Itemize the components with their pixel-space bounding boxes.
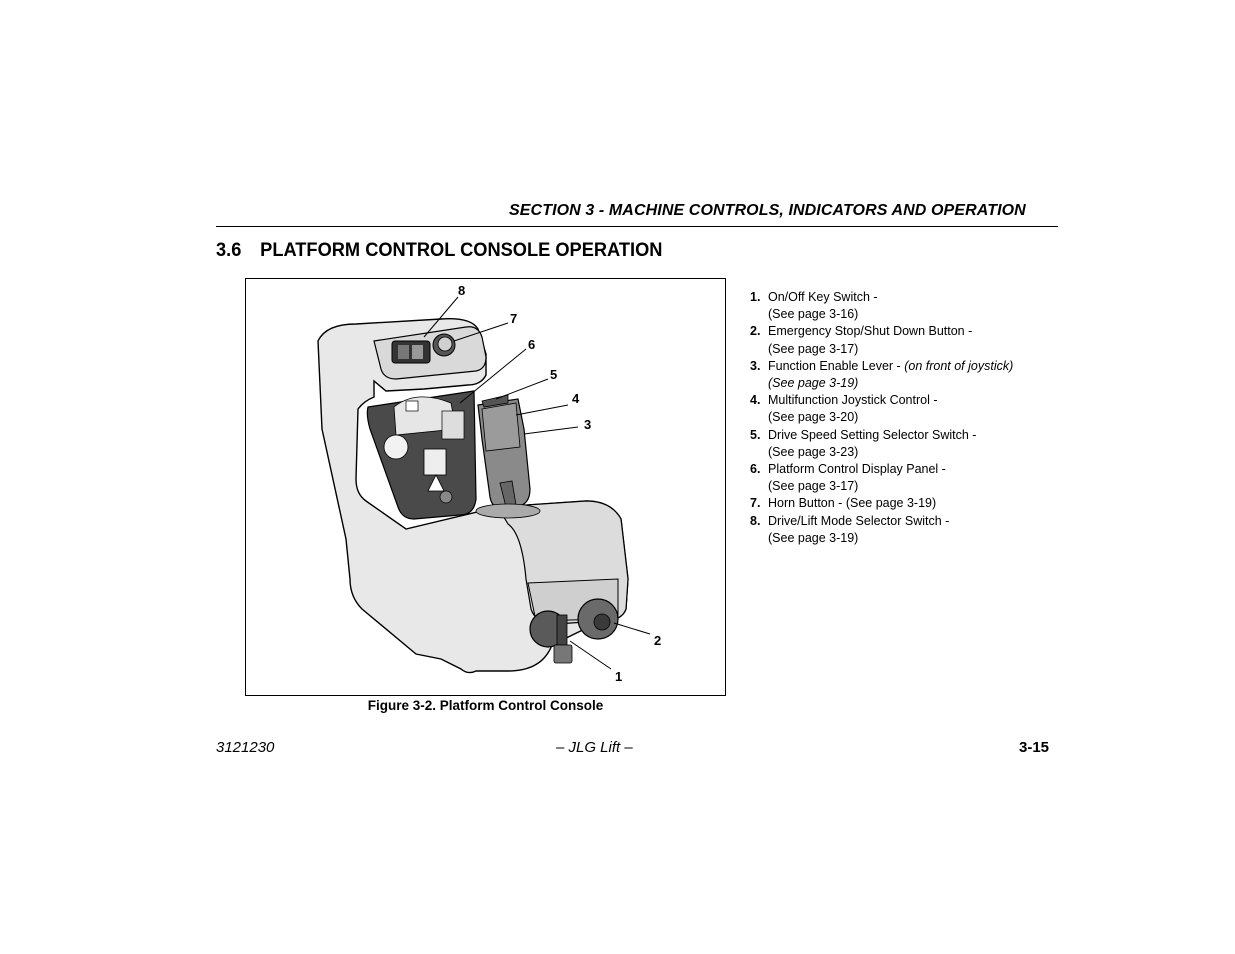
callout-6: 6 xyxy=(528,337,535,352)
mode-selector-switch xyxy=(391,340,431,364)
legend-item: 8.Drive/Lift Mode Selector Switch -(See … xyxy=(750,513,950,545)
footer-page-number: 3-15 xyxy=(1019,739,1050,756)
legend-item: 3.Function Enable Lever - (on front of j… xyxy=(750,358,1014,391)
section-title-text: PLATFORM CONTROL CONSOLE OPERATION xyxy=(260,240,663,261)
legend-item: 2.Emergency Stop/Shut Down Button -(See … xyxy=(750,324,973,356)
callout-2: 2 xyxy=(654,633,661,648)
footer-doc-number: 3121230 xyxy=(216,739,275,756)
callout-5: 5 xyxy=(550,367,557,382)
legend-item: 7.Horn Button - (See page 3-19) xyxy=(750,496,937,511)
callout-3: 3 xyxy=(584,417,591,432)
figure-caption: Figure 3-2. Platform Control Console xyxy=(367,698,604,713)
page-title: 3.6 PLATFORM CONTROL CONSOLE OPERATION xyxy=(216,240,662,262)
component-legend: 1.On/Off Key Switch -(See page 3-16) 2.E… xyxy=(750,289,1013,547)
callout-4: 4 xyxy=(572,391,580,406)
legend-item: 1.On/Off Key Switch -(See page 3-16) xyxy=(750,290,878,322)
figure-platform-console: 8 7 6 5 4 3 2 1 xyxy=(245,278,726,696)
drive-speed-selector xyxy=(481,394,509,408)
section-number: 3.6 xyxy=(216,240,242,261)
footer-publisher: – JLG Lift – xyxy=(556,739,633,756)
callout-7: 7 xyxy=(510,311,517,326)
console-illustration: 8 7 6 5 4 3 2 1 xyxy=(317,283,661,684)
legend-item: 5.Drive Speed Setting Selector Switch -(… xyxy=(750,427,977,459)
header-rule xyxy=(216,226,1058,227)
callout-1: 1 xyxy=(615,669,622,684)
legend-item: 4.Multifunction Joystick Control -(See p… xyxy=(750,393,938,425)
callout-8: 8 xyxy=(458,283,465,298)
legend-item: 6.Platform Control Display Panel -(See p… xyxy=(750,462,946,494)
section-header: SECTION 3 - MACHINE CONTROLS, INDICATORS… xyxy=(509,202,1026,219)
